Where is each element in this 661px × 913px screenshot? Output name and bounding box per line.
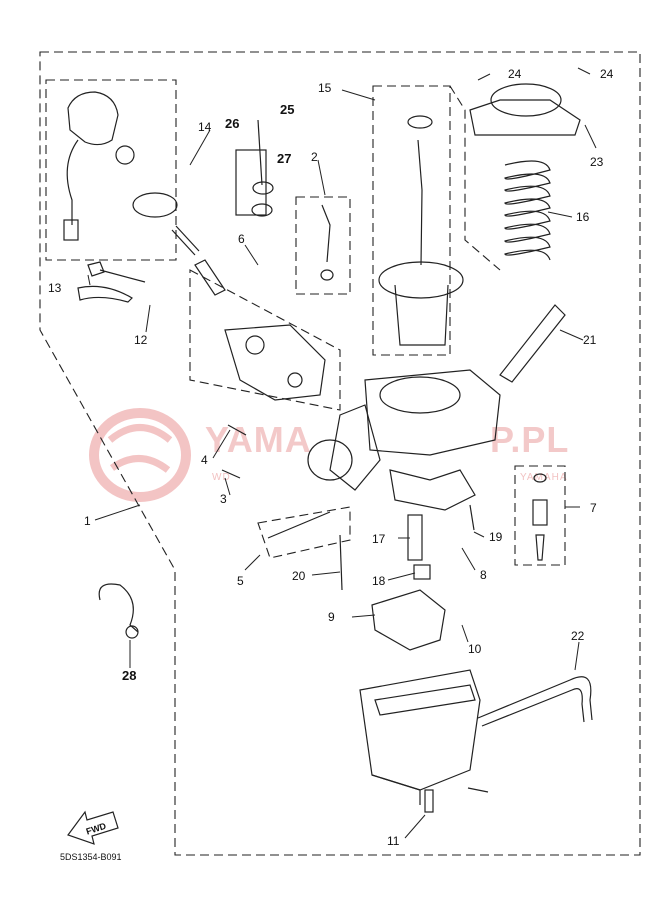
callout-28: 28: [122, 668, 136, 683]
callout-27: 27: [277, 151, 291, 166]
watermark: YAMA P.PL WD YAMAHA: [89, 408, 569, 502]
outer-frame: [39, 51, 641, 856]
part-float-bowl: [359, 669, 481, 805]
callout-23: 23: [590, 155, 604, 169]
part-vent-hose: [499, 304, 566, 383]
callout-17: 17: [372, 532, 386, 546]
part-needle-valve: [532, 473, 548, 561]
callout-5: 5: [237, 574, 244, 588]
callout-22: 22: [571, 629, 585, 643]
callout-11: 11: [387, 834, 400, 848]
callout-2: 2: [311, 150, 318, 164]
part-throttle-stop-screw: [77, 261, 146, 303]
part-drain-hose: [477, 676, 593, 727]
watermark-text-left: YAMA: [205, 419, 312, 460]
callout-20: 20: [292, 569, 306, 583]
watermark-subtext-left: WD: [212, 472, 231, 483]
leader-lines: [87, 67, 597, 839]
part-main-jet-and-screws: [221, 424, 489, 813]
callout-8: 8: [480, 568, 487, 582]
part-throttle-pulley-bracket: [224, 324, 326, 401]
part-pilot-screw-set: [320, 204, 334, 281]
callout-15: 15: [318, 81, 332, 95]
callout-16: 16: [576, 210, 590, 224]
watermark-logo: [89, 408, 191, 502]
fwd-arrow: FWD: [67, 810, 119, 845]
callout-21: 21: [583, 333, 597, 347]
callout-19: 19: [489, 530, 503, 544]
callout-3: 3: [220, 492, 227, 506]
drawing-code: 5DS1354-B091: [60, 852, 122, 862]
callout-4: 4: [201, 453, 208, 467]
callout-7: 7: [590, 501, 597, 515]
part-diaphragm-cover: [469, 83, 581, 136]
callout-10: 10: [468, 642, 482, 656]
part-needle-and-diaphragm-seat: [378, 115, 464, 346]
callout-24b: 24: [600, 67, 614, 81]
part-return-spring: [504, 160, 551, 261]
callout-13: 13: [48, 281, 62, 295]
callout-labels: 1 2 3 4 5 6 7 8 9 10 11 12 13 14 15 16 1…: [48, 67, 614, 848]
part-float: [371, 589, 446, 651]
callout-9: 9: [328, 610, 335, 624]
part-hose-clamp: [98, 583, 139, 639]
callout-18: 18: [372, 574, 386, 588]
callout-25: 25: [280, 102, 294, 117]
callout-24a: 24: [508, 67, 522, 81]
callout-12: 12: [134, 333, 148, 347]
part-jet-needle-holder: [235, 119, 274, 217]
watermark-text-right: P.PL: [490, 419, 569, 460]
part-carburetor-body: [307, 369, 501, 511]
part-starter-plunger-cap: [63, 91, 178, 241]
callout-26: 26: [225, 116, 239, 131]
watermark-subtext-right: YAMAHA: [520, 472, 568, 483]
callout-1: 1: [84, 514, 91, 528]
callout-6: 6: [238, 232, 245, 246]
part-throttle-cable-spring: [171, 225, 226, 296]
callout-14: 14: [198, 120, 212, 134]
